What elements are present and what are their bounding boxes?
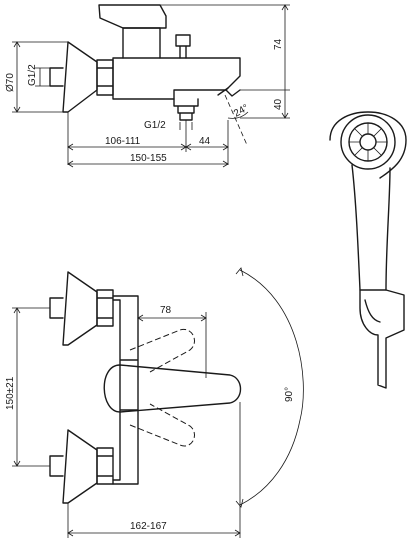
front-body [112,295,139,485]
dim-d78: 78 [160,305,172,316]
side-diverter-knob [175,34,191,59]
dim-d44: 44 [199,136,211,147]
side-spout-tip [217,87,241,97]
dim-g-left: G1/2 [27,64,38,86]
front-swing-arc [239,269,304,506]
dim-angle-lever: 90° [284,387,295,402]
hand-shower [329,111,407,389]
dim-d150pm: 150±21 [5,376,16,410]
dim-d106: 106-111 [105,136,141,147]
side-inlet-pipe [49,67,64,87]
shower-spray-face [340,114,396,170]
front-lever-ghost-up [129,328,195,373]
dim-h-total: 74 [273,38,284,50]
dim-h-spout: 40 [273,98,284,110]
side-body [112,57,241,100]
front-view [49,267,304,508]
shower-holder [359,289,405,389]
front-upper-inlet [49,297,64,319]
dim-d150: 150-155 [130,153,167,164]
front-lever-ghost-down [129,403,195,447]
front-upper-nut [96,289,114,327]
side-wall-flange [62,41,98,113]
dim-d162: 162-167 [130,521,167,532]
side-cartridge [122,27,161,59]
side-shower-outlet [173,98,199,121]
front-lower-inlet [49,455,64,477]
front-upper-flange [62,271,98,346]
side-angle-arc [227,111,249,119]
dim-g-bottom: G1/2 [144,120,166,131]
side-spout-axis [224,94,248,146]
side-lever [98,4,167,29]
front-lower-flange [62,429,98,504]
side-view-dimensions: Ø70 G1/2 74 40 G1/2 24° 106-111 44 150-1… [5,4,290,168]
dim-diam: Ø70 [5,73,16,92]
shower-handle [351,164,391,291]
front-view-dimensions: 78 150±21 90° 162-167 [5,296,295,538]
shower-head-outline [329,111,407,179]
front-lower-nut [96,447,114,485]
side-hex-nut [96,59,114,96]
front-lever [103,364,242,413]
